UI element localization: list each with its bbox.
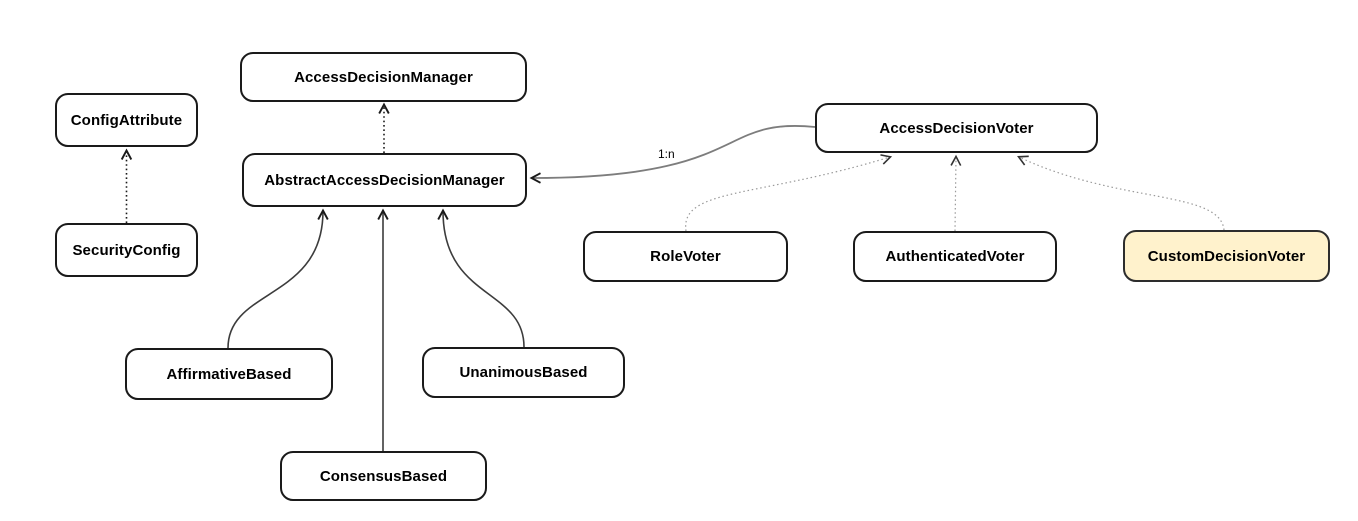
class-box-accessdecisionvoter: AccessDecisionVoter	[815, 103, 1098, 153]
class-label: AccessDecisionVoter	[879, 119, 1034, 137]
edge-affirmativebased-to-abstractmanager	[227, 208, 329, 349]
class-box-configattribute: ConfigAttribute	[55, 93, 198, 147]
class-label: SecurityConfig	[72, 241, 181, 259]
class-label: AuthenticatedVoter	[885, 248, 1025, 265]
class-label: UnanimousBased	[459, 364, 588, 381]
class-box-securityconfig: SecurityConfig	[55, 223, 198, 277]
multiplicity-label: 1:n	[657, 147, 676, 161]
edge-authenticatedvoter-to-accessdecisionvoter	[950, 154, 962, 232]
class-box-customdecisionvoter: CustomDecisionVoter	[1123, 230, 1330, 282]
class-box-authenticatedvoter: AuthenticatedVoter	[853, 231, 1057, 282]
edge-accessdecisionvoter-to-abstractmanager	[529, 125, 816, 184]
edge-rolevoter-to-accessdecisionvoter	[685, 154, 893, 232]
class-box-unanimousbased: UnanimousBased	[422, 347, 625, 398]
edge-customdecisionvoter-to-accessdecisionvoter	[1017, 155, 1225, 231]
class-box-abstractaccessdecisionmanager: AbstractAccessDecisionManager	[242, 153, 527, 207]
class-label: AffirmativeBased	[166, 365, 292, 383]
class-box-accessdecisionmanager: AccessDecisionManager	[240, 52, 527, 102]
class-box-affirmativebased: AffirmativeBased	[125, 348, 333, 400]
class-label: AccessDecisionManager	[294, 68, 473, 86]
class-label: ConfigAttribute	[70, 111, 183, 129]
class-label: ConsensusBased	[319, 467, 448, 485]
class-box-rolevoter: RoleVoter	[583, 231, 788, 282]
class-label: CustomDecisionVoter	[1147, 247, 1306, 265]
class-label: RoleVoter	[650, 248, 721, 265]
edge-unanimousbased-to-abstractmanager	[437, 208, 525, 348]
class-box-consensusbased: ConsensusBased	[280, 451, 487, 501]
class-label: AbstractAccessDecisionManager	[264, 171, 505, 189]
